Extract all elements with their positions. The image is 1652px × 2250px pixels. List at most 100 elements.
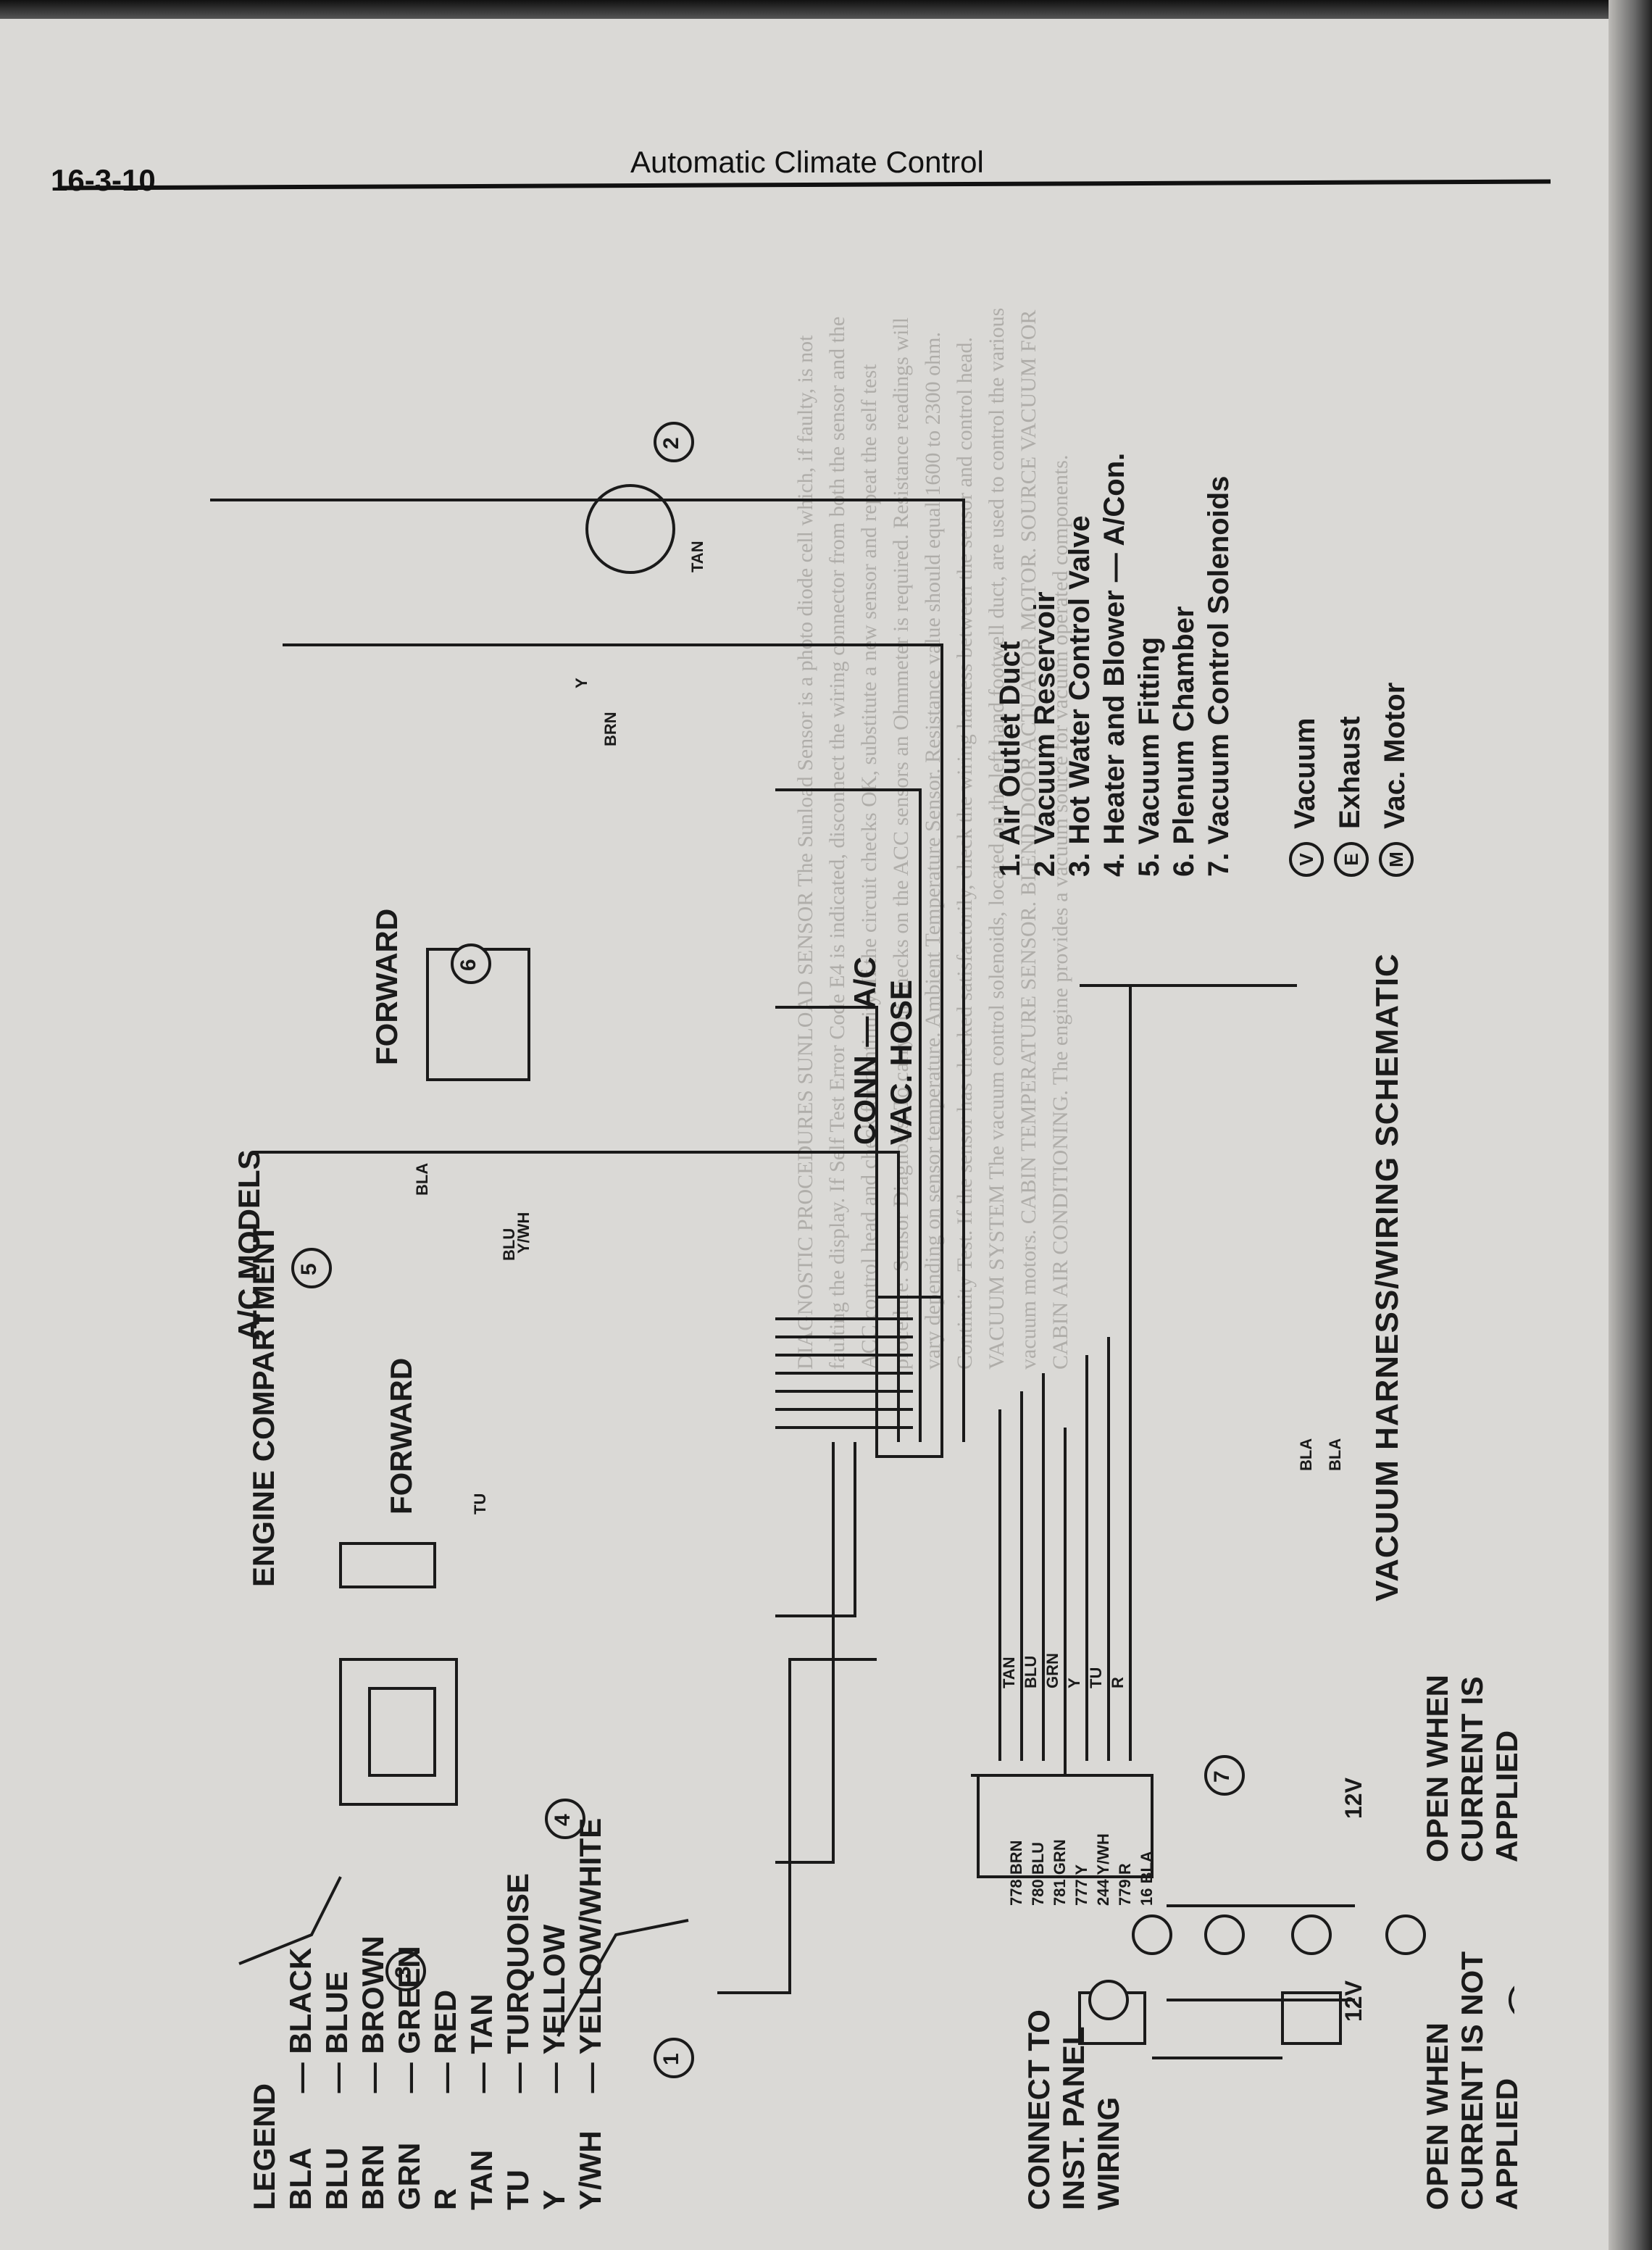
header-rule	[57, 179, 1551, 191]
open-when-not-applied-label: OPEN WHEN CURRENT IS NOT APPLIED	[1420, 1951, 1524, 2210]
wire-tag: TAN	[1000, 1657, 1018, 1688]
wire-code: 16 BLA	[1138, 1851, 1156, 1906]
callout-6	[451, 943, 491, 984]
hose-line	[210, 499, 965, 1442]
wire-code: 780 BLU	[1029, 1841, 1047, 1906]
symbol-key-row: VVacuum	[1282, 683, 1327, 877]
callout-number-7: 7	[1210, 1770, 1234, 1783]
bottom-connector	[977, 1774, 1154, 1878]
solenoid-box	[1281, 1991, 1342, 2045]
page-binding-shadow	[1609, 0, 1652, 2250]
heater-blower-core	[368, 1687, 436, 1777]
callout-M2	[1088, 1980, 1129, 2020]
vacuum-reservoir	[585, 484, 675, 574]
wire-tag: Y	[572, 678, 591, 688]
callout-number-5: 5	[297, 1263, 321, 1275]
symbol-key-row: EExhaust	[1327, 683, 1372, 877]
hose-line	[283, 643, 943, 1442]
legend-row: Y — YELLOW	[537, 1924, 571, 2210]
legend-row: R — RED	[428, 1989, 462, 2210]
hose-line	[775, 788, 922, 1442]
schematic-title: VACUUM HARNESS/WIRING SCHEMATIC	[1369, 953, 1405, 1601]
wire-tag: BRN	[601, 712, 620, 746]
forward-label-upper: FORWARD	[370, 908, 404, 1065]
wire-tag: BLA	[1326, 1438, 1344, 1471]
connect-to-inst-panel-label: CONNECT TO INST. PANEL WIRING	[1022, 2009, 1125, 2210]
parts-list-item: 5. Vacuum Fitting	[1133, 636, 1165, 877]
parts-list-item: 7. Vacuum Control Solenoids	[1203, 475, 1235, 877]
heater-blower	[339, 1658, 458, 1806]
page-top-shadow	[0, 0, 1652, 19]
wire-code: 244 Y/WH	[1094, 1833, 1112, 1906]
callout-number-6: 6	[456, 959, 480, 971]
vacuum-fitting	[339, 1542, 436, 1588]
conn-ac-label: CONN — A/C	[848, 957, 882, 1145]
wire-tag: GRN	[1043, 1653, 1061, 1688]
callout-V1	[1385, 1914, 1426, 1955]
callout-M1	[1509, 1980, 1514, 2020]
legend-row: GRN — GREEN	[392, 1946, 426, 2210]
wire-tag: BLA	[413, 1162, 431, 1196]
callout-2	[654, 422, 694, 462]
legend-row: BLU — BLUE	[320, 1971, 354, 2210]
legend-row: TU — TURQUOISE	[501, 1872, 535, 2210]
color-legend: LEGEND BLA — BLACK BLU — BLUE BRN — BROW…	[246, 1818, 609, 2210]
symbol-key-row: MVac. Motor	[1372, 683, 1417, 877]
callout-E1	[1291, 1914, 1332, 1955]
callout-1	[654, 2038, 694, 2078]
callout-3	[385, 1951, 426, 1991]
callout-7	[1204, 1755, 1245, 1796]
air-outlet-duct	[556, 1919, 689, 2037]
callout-number-2: 2	[659, 437, 683, 449]
legend-row: BRN — BROWN	[356, 1936, 390, 2210]
hose-line	[254, 1151, 900, 1442]
wire-code: 778 BRN	[1007, 1840, 1025, 1906]
voltage-label-2: 12V	[1340, 1778, 1367, 1819]
page-number: 16-3-10	[51, 163, 156, 197]
running-title: Automatic Climate Control	[630, 145, 984, 179]
exhaust-symbol-icon: E	[1334, 842, 1369, 877]
symbol-key: VVacuum EExhaust MVac. Motor	[1282, 683, 1417, 877]
hose-line	[775, 1442, 835, 1864]
legend-title: LEGEND	[247, 2083, 281, 2210]
schematic-drawing	[210, 422, 1514, 2078]
parts-list-item: 2. Vacuum Reservoir	[1029, 591, 1061, 877]
callout-V2	[1204, 1914, 1245, 1955]
rotated-diagram: DIAGNOSTIC PROCEDURES SUNLOAD SENSOR The…	[65, 210, 1524, 2239]
callout-E2	[1132, 1914, 1172, 1955]
legend-row: Y/WH — YELLOW/WHITE	[573, 1817, 607, 2210]
wire-tag: Y	[1065, 1678, 1083, 1688]
wire-tag: BLU	[500, 1228, 518, 1261]
wire-code: 781 GRN	[1051, 1839, 1069, 1906]
callout-number-1: 1	[659, 2053, 683, 2065]
wire-tag: R	[1109, 1677, 1127, 1688]
wire-code: 779 R	[1116, 1863, 1134, 1906]
wire-tag: BLA	[1297, 1438, 1315, 1471]
wire-tag: TU	[1087, 1667, 1105, 1688]
wire-code: 777 Y	[1072, 1864, 1090, 1906]
wire-tag: BLU	[1022, 1655, 1040, 1688]
parts-list-item: 6. Plenum Chamber	[1168, 606, 1200, 877]
parts-list: 1. Air Outlet Duct 2. Vacuum Reservoir 3…	[993, 453, 1236, 877]
wire-tag: TU	[471, 1493, 489, 1514]
ac-models-label: A/C MODELS	[232, 1149, 266, 1341]
callout-4	[545, 1799, 585, 1839]
vac-hose-label: VAC. HOSE	[884, 980, 918, 1145]
parts-list-item: 3. Hot Water Control Valve	[1064, 515, 1096, 877]
callout-5	[291, 1248, 332, 1288]
parts-list-item: 1. Air Outlet Duct	[994, 641, 1026, 877]
forward-label-lower: FORWARD	[384, 1357, 418, 1514]
legend-row: BLA — BLACK	[283, 1947, 317, 2210]
hot-water-valve	[238, 1876, 342, 1965]
open-when-applied-label: OPEN WHEN CURRENT IS APPLIED	[1420, 1674, 1524, 1862]
connector-block	[875, 1296, 943, 1458]
wire-tag: TAN	[688, 541, 706, 572]
vac-motor-symbol-icon: M	[1379, 842, 1414, 877]
legend-row: TAN — TAN	[464, 1993, 498, 2210]
hose-line	[717, 1658, 877, 1994]
vacuum-symbol-icon: V	[1289, 842, 1324, 877]
parts-list-item: 4. Heater and Blower — A/Con.	[1098, 452, 1130, 877]
hose-line	[775, 1442, 856, 1617]
voltage-label-1: 12V	[1340, 1980, 1367, 2022]
